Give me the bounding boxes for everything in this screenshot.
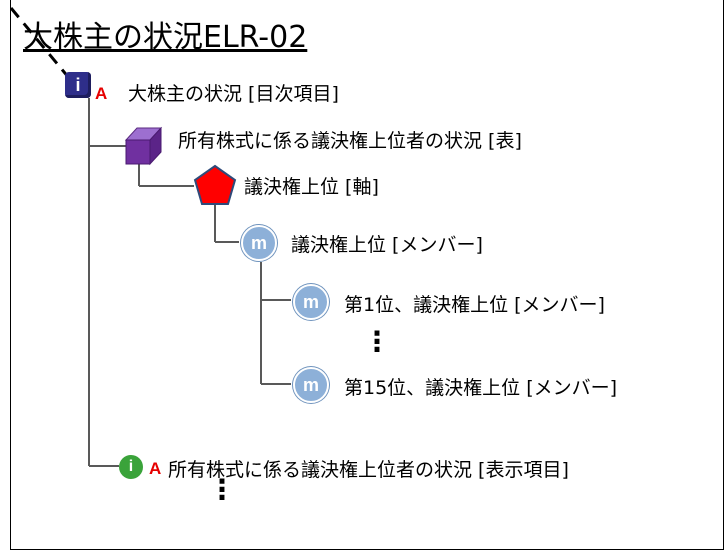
diagram-canvas: 大株主の状況ELR-02 i A 大株主の状況 [目次項目] 所有株式に係る議決… <box>10 0 724 550</box>
dashed-root-connector <box>11 7 71 79</box>
root-item-icon: i <box>65 72 91 98</box>
axis-label: 議決権上位 [軸] <box>244 176 379 198</box>
member-parent-label: 議決権上位 [メンバー] <box>291 234 483 256</box>
root-label: 大株主の状況 [目次項目] <box>128 83 339 105</box>
member-parent-icon: m <box>241 225 277 261</box>
member-1-icon: m <box>293 284 329 320</box>
axis-pentagon-icon <box>193 164 237 205</box>
member-15-icon: m <box>293 367 329 403</box>
items-ellipsis: ⋮ <box>208 473 236 506</box>
page-title: 大株主の状況ELR-02 <box>23 20 308 55</box>
table-cube-icon <box>124 126 163 166</box>
root-abstract-badge: A <box>95 84 108 103</box>
display-item-icon: i <box>119 455 143 479</box>
display-abstract-badge: A <box>149 459 162 478</box>
member-15-label: 第15位、議決権上位 [メンバー] <box>344 377 618 399</box>
table-label: 所有株式に係る議決権上位者の状況 [表] <box>178 130 522 152</box>
display-item-label: 所有株式に係る議決権上位者の状況 [表示項目] <box>168 459 569 481</box>
members-ellipsis: ⋮ <box>363 325 391 358</box>
connector-lines <box>11 7 291 467</box>
member-1-label: 第1位、議決権上位 [メンバー] <box>344 294 605 316</box>
